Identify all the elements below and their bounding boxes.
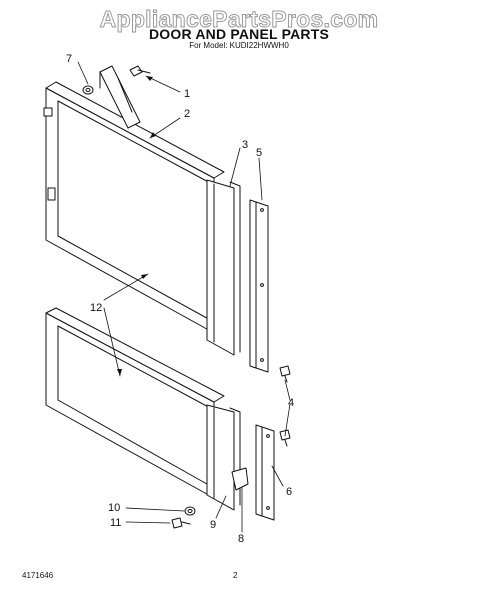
document-number: 4171646	[22, 571, 54, 580]
callout-2: 2	[184, 108, 190, 120]
callout-6: 6	[286, 486, 292, 498]
page-title: DOOR AND PANEL PARTS	[148, 26, 330, 42]
callout-leaders	[77, 61, 291, 533]
callout-arrowheads	[117, 76, 156, 376]
callout-10: 10	[108, 502, 120, 514]
upper-door-outer-panel	[43, 65, 225, 334]
washer-lower	[184, 506, 196, 516]
callout-numbers: 1 2 3 4 5 6 7 8 9 10 11 12	[66, 53, 294, 545]
callout-4: 4	[288, 397, 294, 409]
lower-door-outer-panel	[45, 307, 225, 499]
screw-lower-trim	[279, 429, 291, 447]
model-subtitle: For Model: KUDI22HWWH0	[189, 41, 289, 50]
watermark: AppliancePartsPros.com	[99, 6, 379, 33]
lower-side-trim	[255, 424, 275, 521]
screw-lower	[171, 517, 191, 529]
washer-upper-hinge	[82, 85, 94, 95]
callout-1: 1	[184, 88, 190, 100]
upper-panel-insert	[206, 179, 241, 356]
upper-side-trim	[249, 199, 269, 373]
callout-5: 5	[256, 147, 262, 159]
screw-upper-trim	[279, 365, 291, 383]
page-number: 2	[233, 571, 238, 580]
screw-upper-hinge	[129, 65, 151, 77]
callout-9: 9	[210, 519, 216, 531]
callout-7: 7	[66, 53, 72, 65]
callout-12: 12	[90, 302, 102, 314]
callout-8: 8	[238, 533, 244, 545]
callout-3: 3	[242, 139, 248, 151]
callout-11: 11	[110, 517, 121, 529]
lower-panel-insert	[206, 404, 249, 511]
